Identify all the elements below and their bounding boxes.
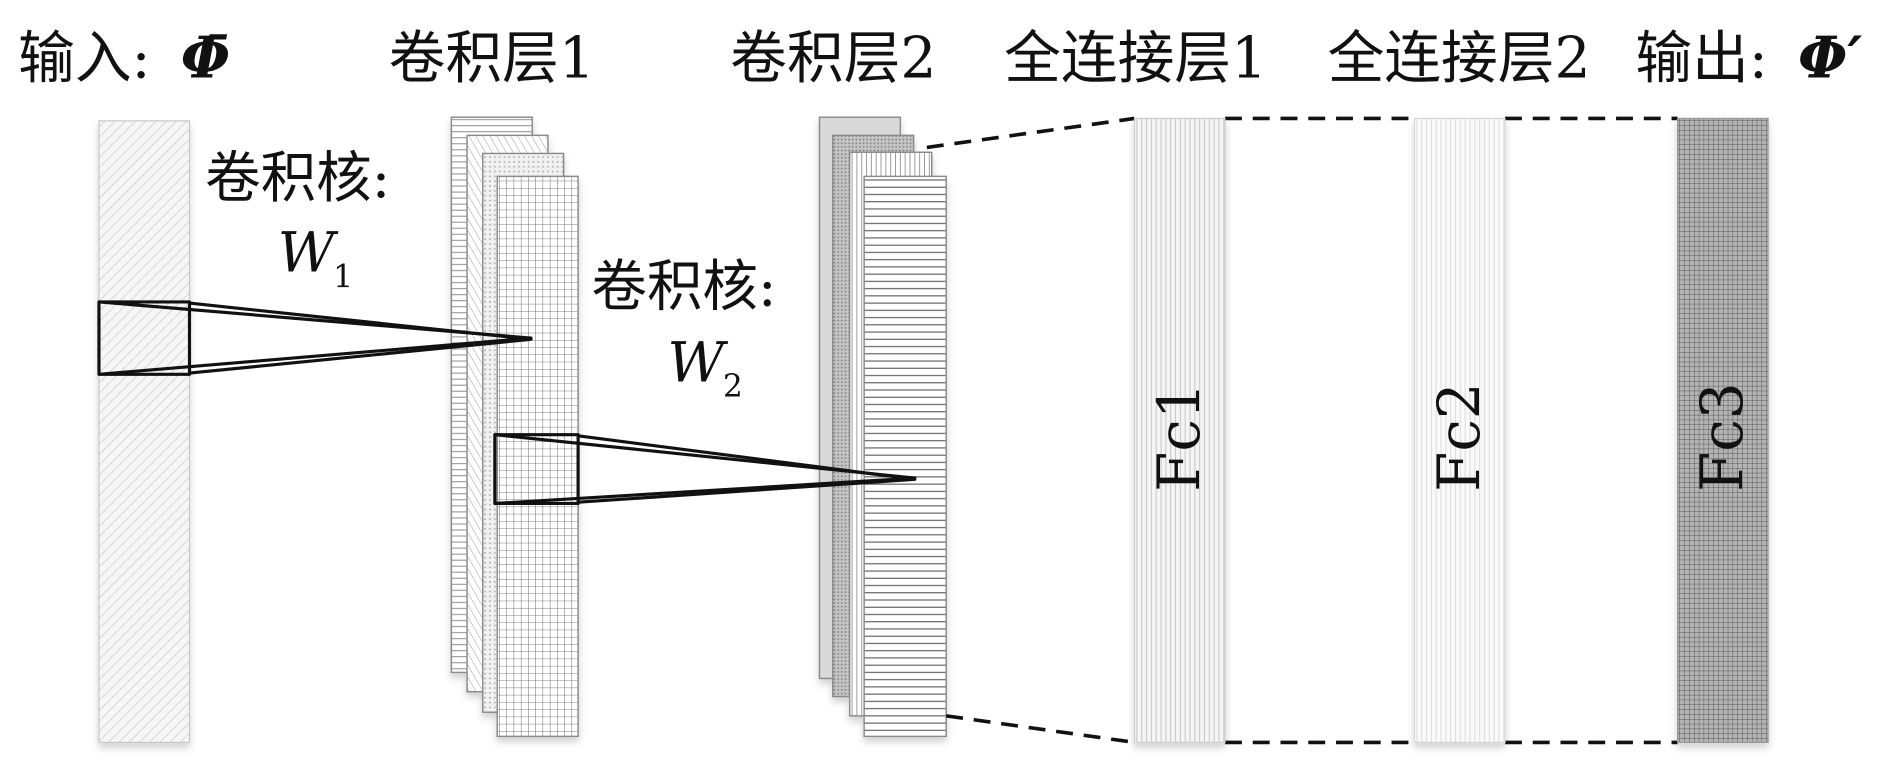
input-symbol: Φ̄ [181,25,230,91]
kernel2-window [493,433,580,506]
input-layer-bar [98,120,191,744]
kernel1-label-text: 卷积核: [205,146,390,211]
output-header: 输出: Φ′ [1635,25,1862,91]
kernel1-symbol: W [278,221,339,286]
fc1-bar [1133,117,1226,744]
conv2-stack [818,116,947,738]
header-labels: 输入: Φ̄ 卷积层1 卷积层2 全连接层1 全连接层2 输出: Φ′ [18,25,1862,91]
fc1-label: Fc1 [1145,382,1213,491]
conv2-feature-map-4 [863,175,947,738]
kernel2-subscript: 2 [723,369,743,405]
fc3-bar [1676,117,1769,744]
connector-conv2-fc1-bottom [945,714,1135,745]
fc2-layer: Fc2 [1413,117,1506,744]
kernel1-ray-inner [189,301,533,375]
connector-conv2-fc1-top [926,116,1135,150]
input-header-label: 输入: [18,25,151,91]
output-symbol: Φ′ [1798,25,1862,91]
kernel2-ray-inner [577,434,917,504]
input-header: 输入: Φ̄ [18,25,230,91]
conv1-feature-map-4 [496,175,579,738]
fc3-layer: Fc3 [1676,117,1769,744]
dashed-connectors [926,116,1678,745]
kernel1-window [97,300,192,376]
kernel2-symbol: W [667,331,728,396]
conv2-header: 卷积层2 [730,25,936,91]
kernel2-label-text: 卷积核: [591,255,776,320]
fc1-header: 全连接层1 [1004,25,1267,91]
fc2-bar [1413,117,1506,744]
kernel1-projection [97,300,533,376]
kernel1-label: 卷积核: W 1 [205,146,390,296]
conv1-stack [450,116,579,738]
fc2-label: Fc2 [1425,382,1493,491]
fc3-label: Fc3 [1688,382,1756,491]
kernel2-projection [493,433,917,506]
fc1-layer: Fc1 [1133,117,1226,744]
kernel1-subscript: 1 [333,259,353,295]
fc2-header: 全连接层2 [1328,25,1591,91]
conv1-header: 卷积层1 [389,25,595,91]
output-header-label: 输出: [1635,25,1768,91]
kernel2-label: 卷积核: W 2 [591,255,776,406]
